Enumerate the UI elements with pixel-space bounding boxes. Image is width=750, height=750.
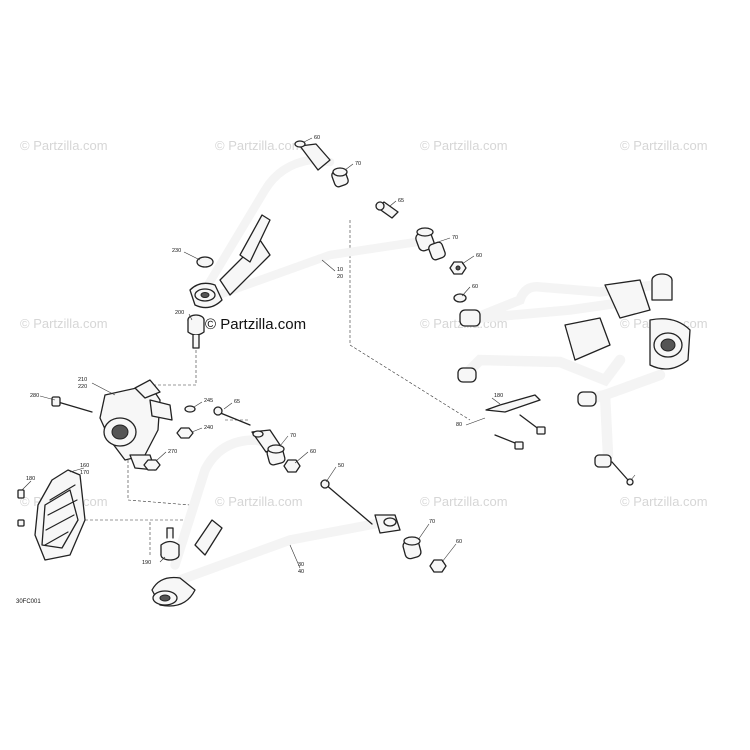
callout-label: 230: [172, 248, 181, 254]
callout-label: 10: [337, 267, 343, 273]
callout-label: 60: [310, 449, 316, 455]
ball-joint-upper: [187, 314, 205, 349]
callout-label: 50: [338, 463, 344, 469]
bolt-280: [51, 396, 93, 413]
callout-label: 170: [80, 470, 89, 476]
watermark: © Partzilla.com: [420, 494, 508, 509]
upper-a-arm: [189, 140, 467, 309]
callout-label: 70: [429, 519, 435, 525]
callout-label: 160: [80, 463, 89, 469]
callout-label: 210: [78, 377, 87, 383]
callout-label: 70: [452, 235, 458, 241]
watermark: © Partzilla.com: [20, 138, 108, 153]
watermark: © Partzilla.com: [620, 494, 708, 509]
watermark: © Partzilla.com: [215, 494, 303, 509]
callout-label: 70: [290, 433, 296, 439]
callout-labels: 60 70 65 70 60 230 10 20 200 60 210 220 …: [26, 135, 503, 575]
callout-label: 80: [456, 422, 462, 428]
guard-plate: [17, 469, 86, 561]
watermark: © Partzilla.com: [420, 138, 508, 153]
full-suspension-assembly: [453, 273, 691, 486]
watermark-main: © Partzilla.com: [205, 316, 306, 333]
callout-label: 20: [337, 274, 343, 280]
callout-label: 40: [298, 569, 304, 575]
steering-knuckle: [99, 379, 173, 471]
callout-label: 60: [314, 135, 320, 141]
callout-label: 270: [168, 449, 177, 455]
callout-label: 65: [398, 198, 404, 204]
callout-label: 65: [234, 399, 240, 405]
leader-lines: [21, 137, 636, 569]
callout-label: 200: [175, 310, 184, 316]
bolt-65-lower: [213, 406, 251, 426]
callout-label: 70: [355, 161, 361, 167]
hardware-knuckle: [143, 405, 196, 471]
callout-label: 190: [142, 560, 151, 566]
watermark: © Partzilla.com: [20, 316, 108, 331]
watermark: © Partzilla.com: [620, 138, 708, 153]
callout-label: 180: [494, 393, 503, 399]
callout-label: 220: [78, 384, 87, 390]
callout-label: 60: [456, 539, 462, 545]
diagram-code: 30FC001: [16, 599, 41, 605]
lower-a-arm: [151, 429, 447, 607]
callout-label: 240: [204, 425, 213, 431]
watermark: © Partzilla.com: [215, 138, 303, 153]
callout-label: 180: [26, 476, 35, 482]
callout-label: 30: [298, 562, 304, 568]
callout-label: 245: [204, 398, 213, 404]
callout-label: 60: [472, 284, 478, 290]
callout-label: 280: [30, 393, 39, 399]
callout-label: 60: [476, 253, 482, 259]
